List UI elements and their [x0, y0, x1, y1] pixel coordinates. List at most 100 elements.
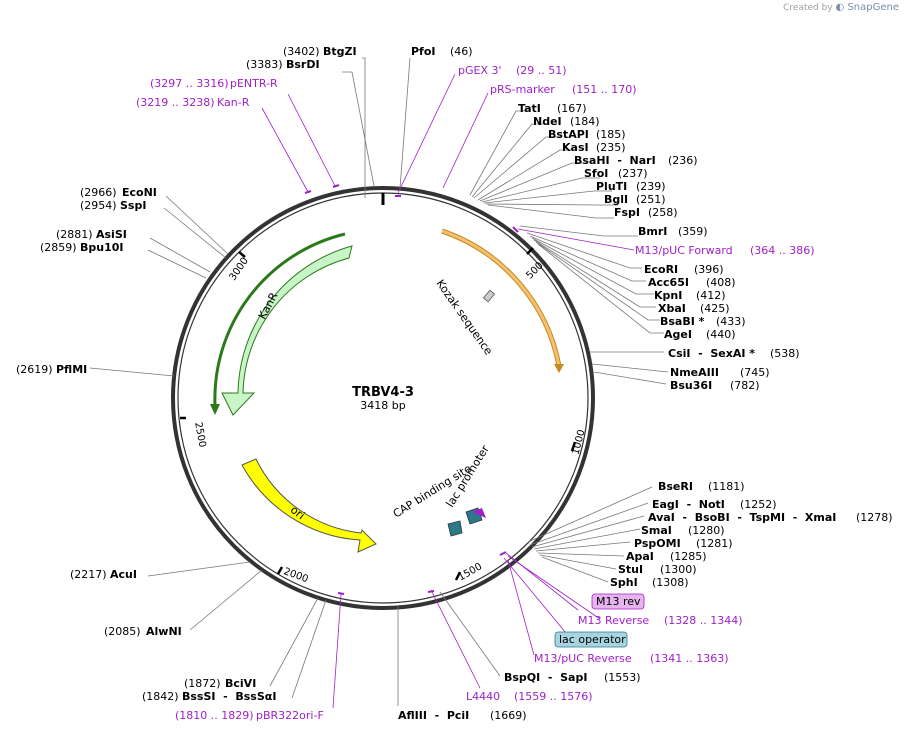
site-btgzi-pos: (3402) — [283, 45, 320, 58]
site-bsu36i[interactable]: Bsu36I — [670, 379, 712, 392]
primer-m13puc-reverse[interactable]: M13/pUC Reverse — [534, 652, 632, 665]
site-bstapi[interactable]: BstAPI — [548, 128, 589, 141]
site-bspqi-sapi[interactable]: BspQI - SapI — [504, 671, 587, 684]
site-leader-lines — [89, 57, 669, 706]
site-sfoi[interactable]: SfoI — [584, 167, 608, 180]
site-bsssi[interactable]: BssSI - BssSαI — [182, 690, 276, 703]
primer-leader-lines — [261, 73, 635, 709]
site-pfoi[interactable]: PfoI — [411, 45, 436, 58]
site-bpu10i-pos: (2859) — [40, 241, 77, 254]
site-pspomi[interactable]: PspOMI — [634, 537, 681, 550]
site-tati-pos: (167) — [557, 102, 587, 115]
kozak-feature-fill — [441, 229, 561, 367]
kozak-arrowhead — [554, 364, 564, 373]
primer-m13-reverse[interactable]: M13 Reverse — [578, 614, 649, 627]
site-econi-pos: (2966) — [80, 186, 117, 199]
site-agei[interactable]: AgeI — [664, 328, 692, 341]
site-bsabi[interactable]: BsaBI * — [660, 315, 705, 328]
site-fspi-pos: (258) — [648, 206, 678, 219]
site-bseri-pos: (1181) — [708, 480, 745, 493]
site-bgli-pos: (251) — [636, 193, 666, 206]
site-acc65i-pos: (408) — [706, 276, 736, 289]
right-site-labels: PfoI (46) TatI (167) NdeI (184) BstAPI (… — [398, 45, 893, 722]
site-bseri[interactable]: BseRI — [658, 480, 693, 493]
cap-binding-site-feature[interactable] — [447, 520, 463, 537]
site-asisi[interactable]: AsiSI — [96, 228, 127, 241]
site-bmri[interactable]: BmrI — [638, 225, 667, 238]
site-bpu10i[interactable]: Bpu10I — [80, 241, 124, 254]
site-bmri-pos: (359) — [678, 225, 708, 238]
site-ndei-pos: (184) — [570, 115, 600, 128]
kanr-label: KanR — [256, 290, 281, 321]
site-csii-sexai-pos: (538) — [770, 347, 800, 360]
primer-pentr-r-range: (3297 .. 3316) — [150, 77, 229, 90]
tick-marks — [180, 247, 577, 581]
site-acui[interactable]: AcuI — [110, 568, 137, 581]
site-stui[interactable]: StuI — [618, 563, 643, 576]
primer-kan-r[interactable]: Kan-R — [217, 96, 250, 109]
primer-pbr322ori-f[interactable]: pBR322ori-F — [256, 709, 324, 722]
site-nmeaiii-pos: (745) — [740, 366, 770, 379]
site-sfoi-pos: (237) — [618, 167, 648, 180]
site-bsrdi[interactable]: BsrDI — [286, 58, 320, 71]
site-eagi-noti[interactable]: EagI - NotI — [652, 498, 725, 511]
site-ndei[interactable]: NdeI — [533, 115, 562, 128]
site-sphi[interactable]: SphI — [610, 576, 638, 589]
m13rev-box[interactable] — [591, 593, 645, 610]
site-afliii-pcii[interactable]: AflIII - PciI — [398, 709, 469, 722]
site-pfoi-pos: (46) — [450, 45, 473, 58]
primer-pgex3[interactable]: pGEX 3' — [458, 64, 502, 77]
site-kpni[interactable]: KpnI — [654, 289, 682, 302]
credit-prefix: Created by — [783, 3, 833, 13]
lac-operator-box[interactable] — [554, 631, 628, 648]
site-bsahi-nari[interactable]: BsaHI - NarI — [574, 154, 656, 167]
primer-m13-reverse-range: (1328 .. 1344) — [664, 614, 743, 627]
site-stui-pos: (1300) — [660, 563, 697, 576]
lac-operator-mark — [472, 508, 486, 518]
site-sphi-pos: (1308) — [652, 576, 689, 589]
site-alwni[interactable]: AlwNI — [146, 625, 182, 638]
primer-prs-marker[interactable]: pRS-marker — [490, 83, 555, 96]
snapgene-credit: Created by ◐ SnapGene — [783, 2, 899, 13]
tick-label-1500: 1500 — [457, 561, 485, 583]
site-bcivi[interactable]: BciVI — [225, 677, 256, 690]
site-pspomi-pos: (1281) — [696, 537, 733, 550]
site-tati[interactable]: TatI — [518, 102, 541, 115]
site-sspi[interactable]: SspI — [120, 199, 146, 212]
primer-m13puc-forward[interactable]: M13/pUC Forward — [635, 244, 733, 257]
site-xbai-pos: (425) — [700, 302, 730, 315]
m13rev-box-label: M13 rev — [596, 595, 641, 608]
site-afliii-pcii-pos: (1669) — [490, 709, 527, 722]
primer-l4440[interactable]: L4440 — [466, 690, 500, 703]
site-fspi[interactable]: FspI — [614, 206, 640, 219]
site-pluti[interactable]: PluTI — [596, 180, 627, 193]
site-apai[interactable]: ApaI — [626, 550, 654, 563]
site-csii-sexai[interactable]: CsiI - SexAI * — [668, 347, 755, 360]
site-kasi[interactable]: KasI — [562, 141, 589, 154]
site-econi[interactable]: EcoNI — [122, 186, 157, 199]
site-smai[interactable]: SmaI — [641, 524, 672, 537]
primer-kan-r-range: (3219 .. 3238) — [136, 96, 215, 109]
site-acc65i[interactable]: Acc65I — [648, 276, 689, 289]
site-bgli[interactable]: BglI — [604, 193, 628, 206]
site-btgzi[interactable]: BtgZI — [323, 45, 357, 58]
primer-labels: pGEX 3' (29 .. 51) pRS-marker (151 .. 17… — [136, 64, 815, 722]
primer-m13puc-reverse-range: (1341 .. 1363) — [650, 652, 729, 665]
tick-label-2500: 2500 — [192, 421, 207, 448]
site-nmeaiii[interactable]: NmeAIII — [670, 366, 719, 379]
site-kasi-pos: (235) — [596, 141, 626, 154]
ori-feature[interactable] — [241, 458, 377, 553]
site-pflmi[interactable]: PflMI — [56, 363, 87, 376]
site-acui-pos: (2217) — [70, 568, 107, 581]
kanr-feature[interactable] — [221, 245, 353, 416]
site-bsrdi-pos: (3383) — [246, 58, 283, 71]
primer-pentr-r[interactable]: pENTR-R — [230, 77, 278, 90]
site-ecori[interactable]: EcoRI — [644, 263, 678, 276]
site-bsssi-pos: (1842) — [142, 690, 179, 703]
site-avai-group[interactable]: AvaI - BsoBI - TspMI - XmaI — [648, 511, 836, 524]
site-xbai[interactable]: XbaI — [658, 302, 686, 315]
site-bsahi-nari-pos: (236) — [668, 154, 698, 167]
site-apai-pos: (1285) — [670, 550, 707, 563]
primer-prs-marker-range: (151 .. 170) — [572, 83, 637, 96]
